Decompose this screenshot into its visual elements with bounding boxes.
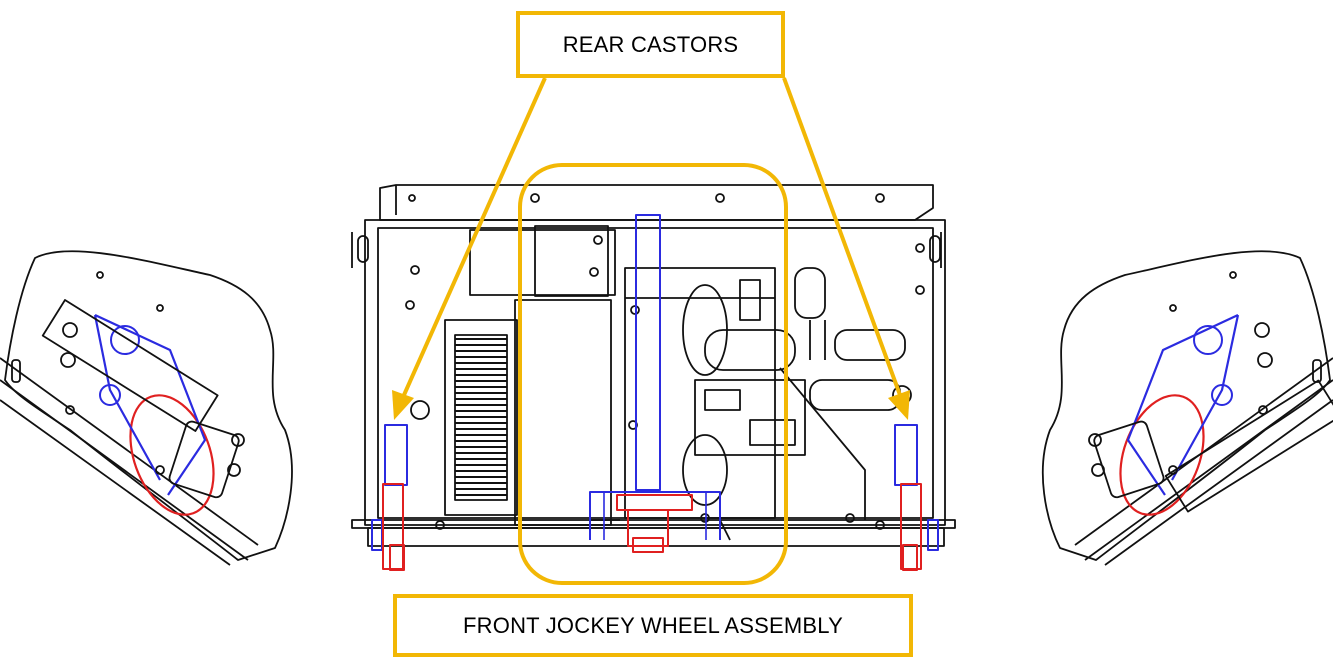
jockey-wheel-drawing <box>589 214 721 553</box>
front-jockey-wheel-label: FRONT JOCKEY WHEEL ASSEMBLY <box>393 594 913 657</box>
rear-castor-left <box>371 424 408 571</box>
main-unit-drawing <box>351 184 956 547</box>
callout-arrows <box>392 77 910 420</box>
rear-castor-right <box>894 424 939 571</box>
arrow-head-right <box>888 390 910 420</box>
left-castor-detail <box>0 250 293 566</box>
right-castor-detail <box>1041 250 1333 566</box>
jockey-wheel-highlight <box>518 163 788 585</box>
arrow-head-left <box>392 390 414 420</box>
rear-castors-label: REAR CASTORS <box>516 11 785 78</box>
